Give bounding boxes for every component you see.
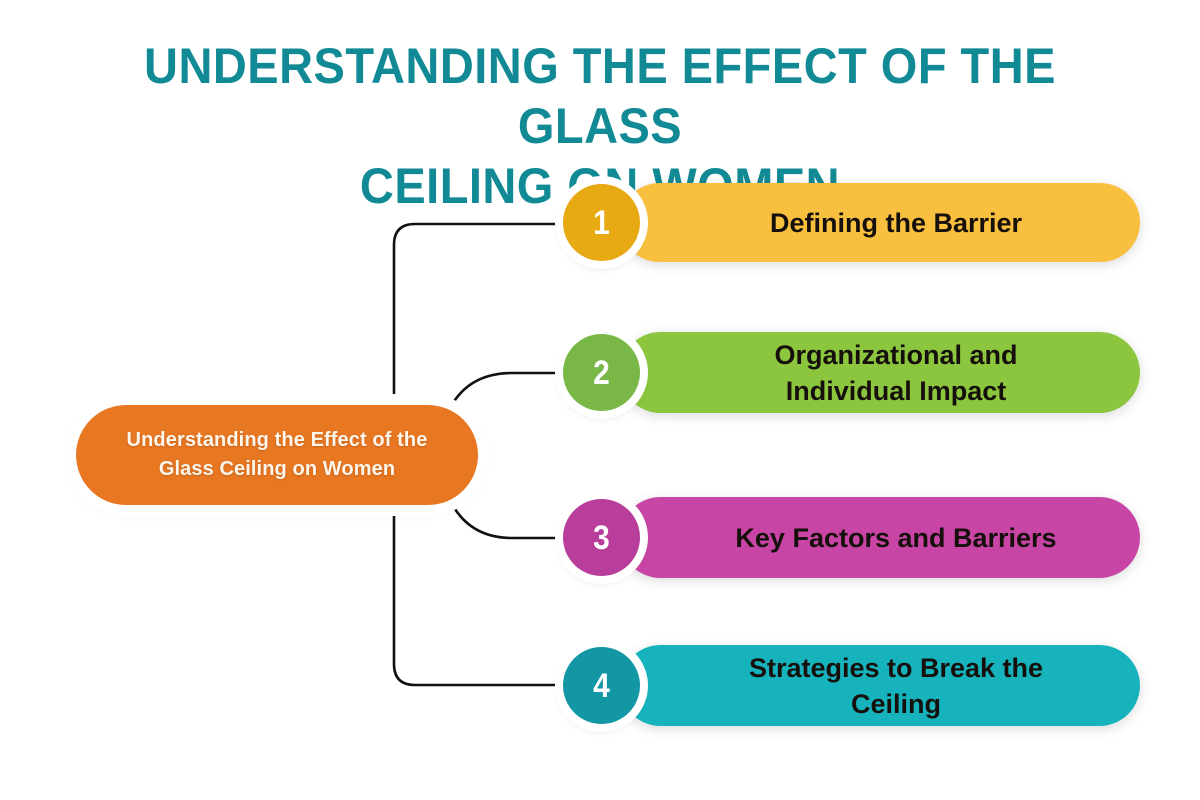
step-label-2: Organizational and Individual Impact xyxy=(774,339,1018,406)
connector-line-4 xyxy=(392,498,559,687)
connector-line-3 xyxy=(453,507,559,540)
step-badge-3[interactable]: 3 xyxy=(563,499,640,576)
step-number-1: 1 xyxy=(593,203,610,242)
step-number-3: 3 xyxy=(593,518,610,557)
step-bar-3[interactable]: Key Factors and Barriers xyxy=(620,497,1140,578)
step-badge-2[interactable]: 2 xyxy=(563,334,640,411)
step-badge-1[interactable]: 1 xyxy=(563,184,640,261)
center-node[interactable]: Understanding the Effect of the Glass Ce… xyxy=(76,405,478,505)
step-label-3: Key Factors and Barriers xyxy=(735,522,1057,553)
step-bar-4[interactable]: Strategies to Break the Ceiling xyxy=(620,645,1140,726)
step-label-4: Strategies to Break the Ceiling xyxy=(748,652,1044,719)
step-bar-2[interactable]: Organizational and Individual Impact xyxy=(620,332,1140,413)
step-bar-1[interactable]: Defining the Barrier xyxy=(620,183,1140,262)
connector-line-2 xyxy=(451,371,559,405)
step-number-2: 2 xyxy=(593,353,610,392)
step-label-1: Defining the Barrier xyxy=(769,207,1023,238)
center-node-label: Understanding the Effect of the Glass Ce… xyxy=(126,429,428,480)
step-number-4: 4 xyxy=(593,666,610,705)
connector-line-1 xyxy=(392,222,559,412)
step-badge-4[interactable]: 4 xyxy=(563,647,640,724)
